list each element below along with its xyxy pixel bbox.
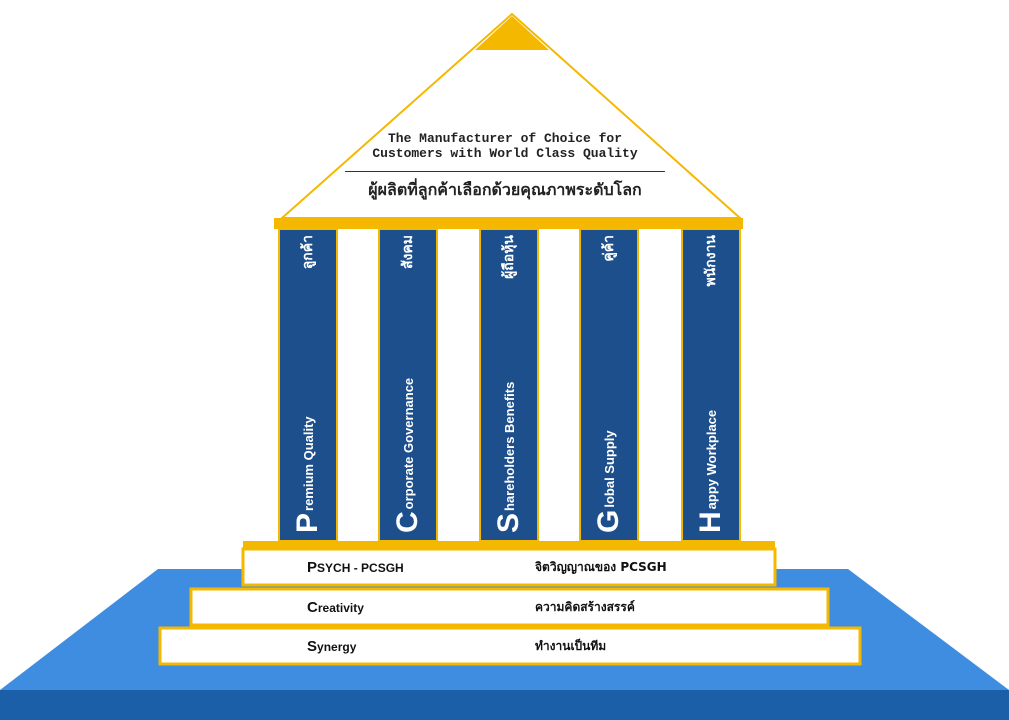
pillar-label: hareholders Benefits xyxy=(501,381,517,511)
pillar-corporate-governance: C orporate Governance สังคม xyxy=(379,229,437,541)
step-2-shape xyxy=(189,587,830,627)
step-thai-label: ความคิดสร้างสรรค์ xyxy=(535,599,635,614)
pillar-5-shape xyxy=(681,228,741,542)
step-initial: P xyxy=(307,558,318,576)
pillar-premium-quality: P remium Quality ลูกค้า xyxy=(279,229,337,541)
pillar-label: remium Quality xyxy=(300,416,316,511)
pillar-label: appy Workplace xyxy=(703,409,719,510)
step-label: ynergy xyxy=(317,639,357,654)
roof-thai-text: ผู้ผลิตที่ลูกค้าเลือกด้วยคุณภาพระดับโลก xyxy=(368,180,642,199)
step-psych: PSYCH - PCSGH จิตวิญญาณของ PCSGH xyxy=(243,549,775,585)
step-1-shape xyxy=(241,547,777,587)
platform-front xyxy=(0,690,1009,720)
step-synergy: Synergy ทำงานเป็นทีม xyxy=(160,628,860,664)
pillar-initial: P xyxy=(291,512,324,533)
pillar-3-shape xyxy=(479,228,539,542)
pillar-thai-label: ผู้ถือหุ้น xyxy=(501,235,517,279)
pillar-initial: H xyxy=(694,511,727,533)
step-creativity: Creativity ความคิดสร้างสรรค์ xyxy=(191,589,828,625)
step-thai-label: ทำงานเป็นทีม xyxy=(535,638,607,653)
roof-peak xyxy=(475,16,549,50)
pillar-thai-label: ลูกค้า xyxy=(300,235,316,270)
pillar-1-shape xyxy=(278,228,338,542)
pillar-label: lobal Supply xyxy=(601,430,617,508)
step-3-shape xyxy=(158,626,862,666)
pillar-4-shape xyxy=(579,228,639,542)
pillar-thai-label: พนักงาน xyxy=(703,235,719,287)
step-initial: S xyxy=(307,637,318,655)
step-initial: C xyxy=(307,598,318,616)
pillar-label: orporate Governance xyxy=(400,377,416,510)
step-thai-label: จิตวิญญาณของ PCSGH xyxy=(535,559,667,574)
pillar-initial: C xyxy=(391,511,424,533)
pillar-initial: S xyxy=(492,512,525,533)
pillar-shareholders-benefits: S hareholders Benefits ผู้ถือหุ้น xyxy=(480,229,538,541)
pillar-initial: G xyxy=(592,509,625,533)
roof-english-text: The Manufacturer of Choice for Customers… xyxy=(330,131,680,161)
pillar-thai-label: คู่ค้า xyxy=(601,235,617,262)
pillar-happy-workplace: H appy Workplace พนักงาน xyxy=(682,229,740,541)
roof-divider xyxy=(345,171,665,172)
stylobate xyxy=(243,541,775,549)
roof-english-line2: Customers with World Class Quality xyxy=(372,146,638,161)
roof-english-line1: The Manufacturer of Choice for xyxy=(387,131,623,146)
pillar-thai-label: สังคม xyxy=(400,235,416,269)
architrave xyxy=(274,218,743,229)
pillar-global-supply: G lobal Supply คู่ค้า xyxy=(580,229,638,541)
step-label: SYCH - PCSGH xyxy=(317,560,404,575)
step-label: reativity xyxy=(317,600,364,615)
